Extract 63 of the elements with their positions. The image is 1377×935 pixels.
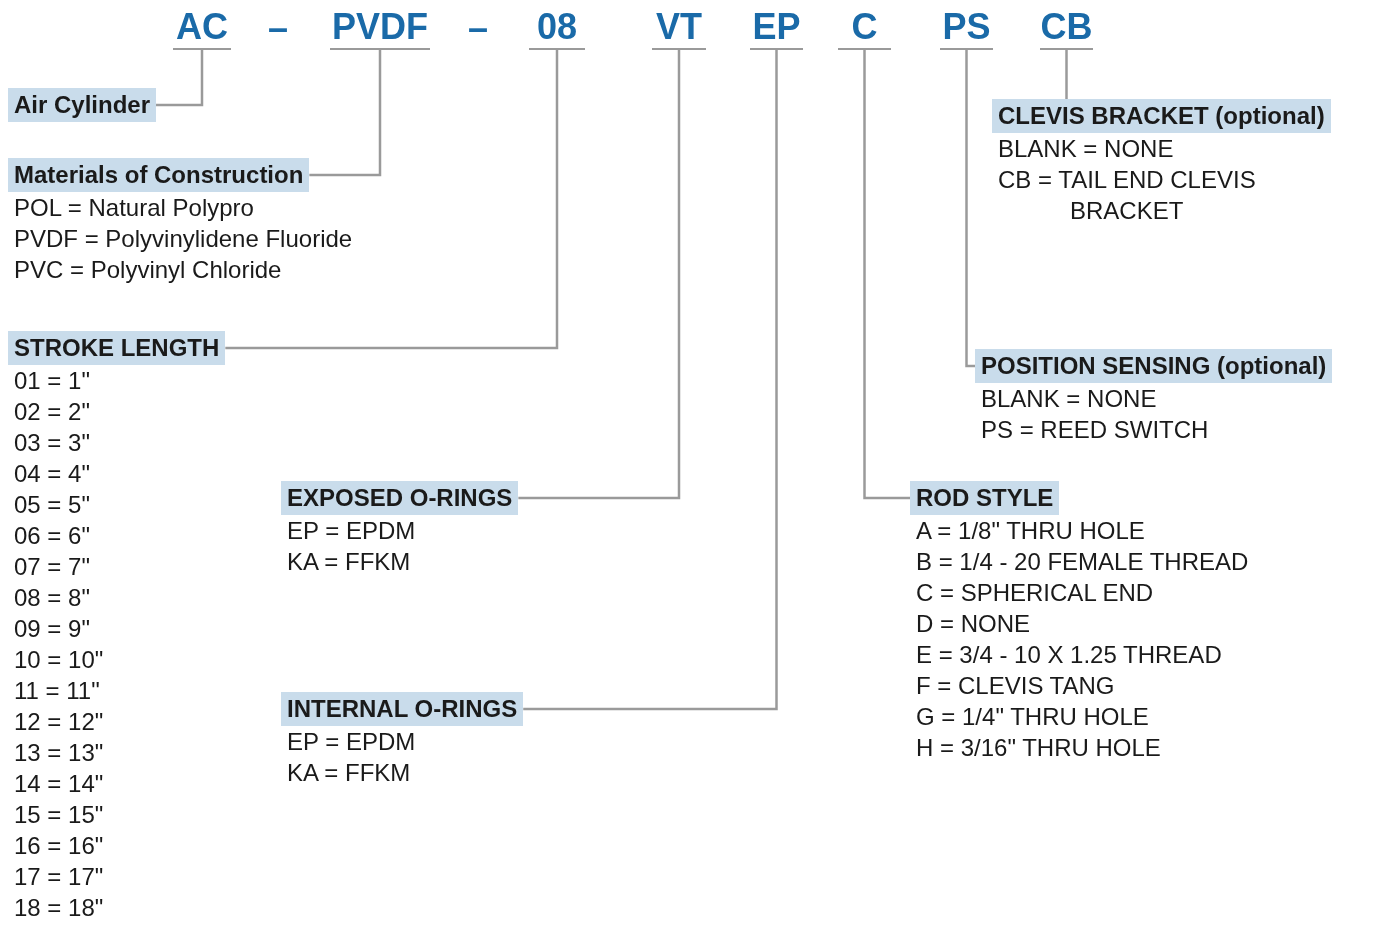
section-heading: Air Cylinder xyxy=(8,88,157,122)
code-segment: PVDF xyxy=(330,6,430,50)
code-segment: AC xyxy=(173,6,231,50)
connector-line xyxy=(309,50,382,177)
option-line: 08 = 8" xyxy=(13,583,90,613)
option-line: KA = FFKM xyxy=(286,547,411,577)
option-line: 09 = 9" xyxy=(13,614,90,644)
option-line: B = 1/4 - 20 FEMALE THREAD xyxy=(915,547,1249,577)
option-line: 01 = 1" xyxy=(13,366,90,396)
option-line: A = 1/8" THRU HOLE xyxy=(915,516,1145,546)
code-segment: EP xyxy=(750,6,803,50)
section-heading: POSITION SENSING (optional) xyxy=(975,349,1333,383)
option-line: 05 = 5" xyxy=(13,490,90,520)
connector-line xyxy=(863,50,910,500)
option-line: PS = REED SWITCH xyxy=(980,415,1209,445)
separator-dash: – xyxy=(268,6,289,50)
section-heading: Materials of Construction xyxy=(8,158,310,192)
option-line: C = SPHERICAL END xyxy=(915,578,1154,608)
option-line: BLANK = NONE xyxy=(980,384,1157,414)
option-line: PVDF = Polyvinylidene Fluoride xyxy=(13,224,353,254)
option-line: CB = TAIL END CLEVIS BRACKET xyxy=(997,165,1257,226)
code-segment: C xyxy=(838,6,891,50)
section-heading: CLEVIS BRACKET (optional) xyxy=(992,99,1331,133)
option-line: G = 1/4" THRU HOLE xyxy=(915,702,1149,732)
code-segment: 08 xyxy=(529,6,585,50)
option-line: 12 = 12" xyxy=(13,707,104,737)
connector-line xyxy=(965,50,975,368)
option-line: EP = EPDM xyxy=(286,727,416,757)
section-heading: STROKE LENGTH xyxy=(8,331,226,365)
section-heading: INTERNAL O-RINGS xyxy=(281,692,524,726)
separator-dash: – xyxy=(468,6,489,50)
option-line: 11 = 11" xyxy=(13,676,100,706)
code-segment: PS xyxy=(940,6,993,50)
option-line: E = 3/4 - 10 X 1.25 THREAD xyxy=(915,640,1222,670)
connector-line xyxy=(523,50,778,711)
option-line: F = CLEVIS TANG xyxy=(915,671,1115,701)
option-line: 10 = 10" xyxy=(13,645,104,675)
option-line: 04 = 4" xyxy=(13,459,90,489)
option-line: BLANK = NONE xyxy=(997,134,1174,164)
connector-line xyxy=(225,50,559,350)
connector-line xyxy=(156,50,204,107)
code-segment: CB xyxy=(1040,6,1093,50)
option-line: H = 3/16" THRU HOLE xyxy=(915,733,1161,763)
option-line: KA = FFKM xyxy=(286,758,411,788)
option-line: 13 = 13" xyxy=(13,738,104,768)
option-line: 15 = 15" xyxy=(13,800,104,830)
option-line: PVC = Polyvinyl Chloride xyxy=(13,255,282,285)
section-heading: EXPOSED O-RINGS xyxy=(281,481,519,515)
connector-line xyxy=(1065,50,1068,99)
option-line: D = NONE xyxy=(915,609,1031,639)
option-line: POL = Natural Polypro xyxy=(13,193,254,223)
option-line: 18 = 18" xyxy=(13,893,104,923)
option-line: 16 = 16" xyxy=(13,831,104,861)
option-line: 07 = 7" xyxy=(13,552,90,582)
option-line: 03 = 3" xyxy=(13,428,90,458)
option-line: 17 = 17" xyxy=(13,862,104,892)
code-segment: VT xyxy=(652,6,706,50)
option-line: 02 = 2" xyxy=(13,397,90,427)
connector-line xyxy=(518,50,681,500)
option-line: EP = EPDM xyxy=(286,516,416,546)
option-line: 14 = 14" xyxy=(13,769,104,799)
option-line: 06 = 6" xyxy=(13,521,90,551)
section-heading: ROD STYLE xyxy=(910,481,1060,515)
